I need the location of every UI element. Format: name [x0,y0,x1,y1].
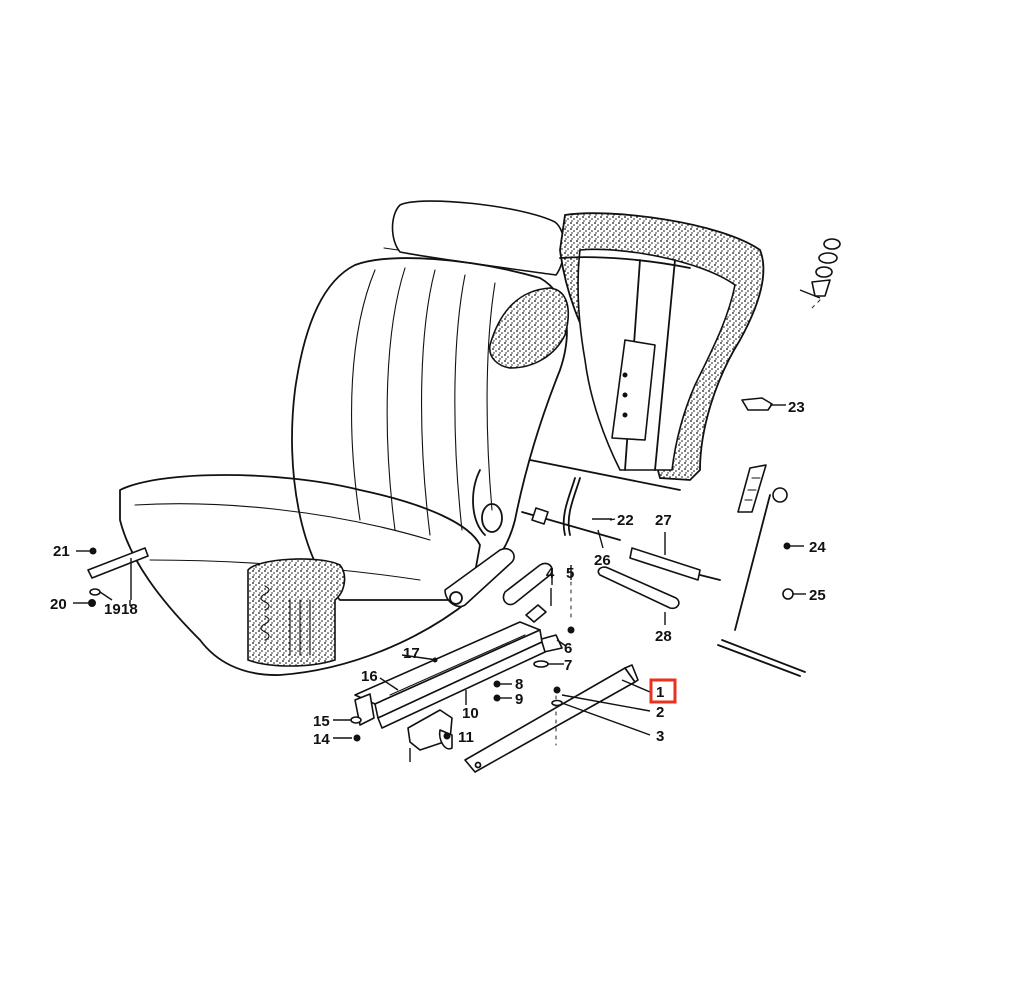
seat-assembly [119,200,570,676]
recliner-hole [481,503,503,533]
seat-back-pleat [421,269,436,536]
part-label-2: 2 [656,704,664,721]
mount-10-11 [407,690,467,762]
part-label-1: 1 [656,684,664,701]
bolt-24 [783,542,804,550]
part-label-8: 8 [515,676,523,693]
part-label-1-highlight [649,678,677,704]
seat-back-outline [291,257,568,601]
leader-lines [129,518,651,736]
part-label-14: 14 [313,731,330,748]
seat-back-pleat [454,274,466,531]
part-label-11: 11 [458,729,474,746]
seat-rail-16 [354,641,546,729]
part-label-17: 17 [403,645,420,662]
bolts-8-9 [493,680,512,702]
seat-cushion-outline [119,474,481,676]
bolt-25 [782,588,806,600]
part-label-21: 21 [53,543,70,560]
bolt-stack [799,238,841,309]
part-label-23: 23 [788,399,805,416]
back-side-curve [472,469,486,536]
spring-coil [260,585,270,641]
frame-rod [654,259,676,471]
part-label-9: 9 [515,691,523,708]
part-label-26: 26 [594,552,611,569]
bolt-21 [76,547,97,555]
part-label-3: 3 [656,728,664,745]
part-label-6: 6 [564,640,572,657]
seat-back-frame [529,212,765,491]
seat-back-pleat [486,282,496,511]
part-label-18: 18 [121,601,138,618]
part-label-24: 24 [809,539,826,556]
frame-bottom-rod [529,459,681,491]
part-label-19: 19 [104,601,121,618]
spring-coil [289,599,311,656]
bolts-19-20 [73,588,113,607]
cable-22 [521,477,621,541]
part-label-28: 28 [655,628,672,645]
hinge-arm [444,547,515,608]
seat-back-pleat [386,267,406,531]
part-label-22: 22 [617,512,634,529]
part-label-16: 16 [361,668,378,685]
part-label-7: 7 [564,657,572,674]
part-label-10: 10 [462,705,479,722]
part-label-4: 4 [546,565,555,582]
cushion-seam [134,503,431,541]
bracket-4 [502,562,553,623]
bolts-14-15 [333,716,362,742]
clip-23 [741,397,786,411]
headrest [391,200,565,276]
rod-27 [629,532,721,581]
tube-28 [597,566,680,625]
part-label-5: 5 [566,565,574,582]
cushion-front-block [247,558,346,667]
seat-back-pleat [351,269,376,521]
part-label-20: 20 [50,596,67,613]
seat-rail-17 [354,621,543,719]
frame-top-rod [559,256,691,269]
washer-7 [533,660,549,668]
part-label-15: 15 [313,713,330,730]
lever-18 [87,547,149,600]
headrest-post [383,247,399,251]
hinge-knob [449,591,463,605]
lever-assembly [717,464,806,677]
floor-rail-1 [464,664,639,773]
part-labels: 1 2 3 4 5 6 7 8 9 10 11 14 15 16 17 18 1… [50,399,826,748]
part-label-27: 27 [655,512,672,529]
bolt-5 [567,581,575,634]
back-bolster [488,287,570,369]
part-label-25: 25 [809,587,826,604]
